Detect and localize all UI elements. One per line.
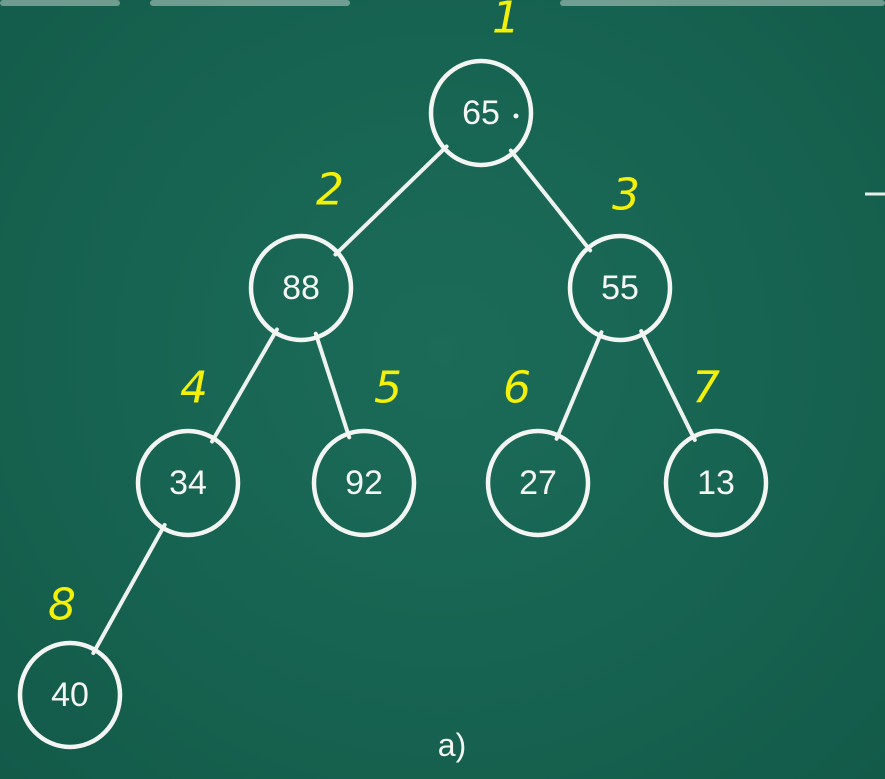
tree-edges [91,144,697,656]
node-circle [567,233,673,343]
node-circle [17,640,123,750]
tree-edge-n1-n3 [508,148,593,253]
node-index-label: 6 [503,363,531,414]
tree-node: 27 [485,428,591,538]
tree-node: 40 [17,640,123,750]
node-index-label: 8 [48,580,76,631]
node-index-label: 3 [612,170,640,221]
tree-node: 88 [248,233,354,343]
tree-edge-n1-n2 [333,144,449,257]
node-index-label: 2 [316,165,344,216]
node-value: 40 [51,676,89,714]
node-value: 27 [519,464,557,502]
node-value: 88 [282,269,320,307]
tree-edge-n4-n8 [91,522,167,656]
node-circle [428,58,534,168]
tree-node: 92 [311,428,417,538]
node-circle [663,428,769,538]
node-circle [485,428,591,538]
tree-node: 55 [567,233,673,343]
node-index-label: 1 [492,0,520,44]
node-circle [248,233,354,343]
tree-edge-n3-n7 [639,329,697,442]
node-value: 55 [601,269,639,307]
tree-edge-n2-n5 [313,331,352,440]
tree-node: 65 [428,58,534,168]
node-value: 65 [462,94,500,132]
node-value: 13 [697,464,735,502]
node-index-label: 7 [692,363,720,414]
node-index-label: 4 [180,363,208,414]
tree-node: 13 [663,428,769,538]
cropped-top-chalk-marks [0,0,885,6]
tree-node: 34 [135,428,241,538]
tree-edge-n3-n6 [554,330,604,441]
chalk-dot [513,113,519,119]
node-circle [135,428,241,538]
node-index-label: 5 [374,363,402,414]
node-value: 92 [345,464,383,502]
node-value: 34 [169,464,207,502]
node-circle [311,428,417,538]
tree-edge-n2-n4 [210,327,279,444]
figure-caption: a) [438,727,466,763]
